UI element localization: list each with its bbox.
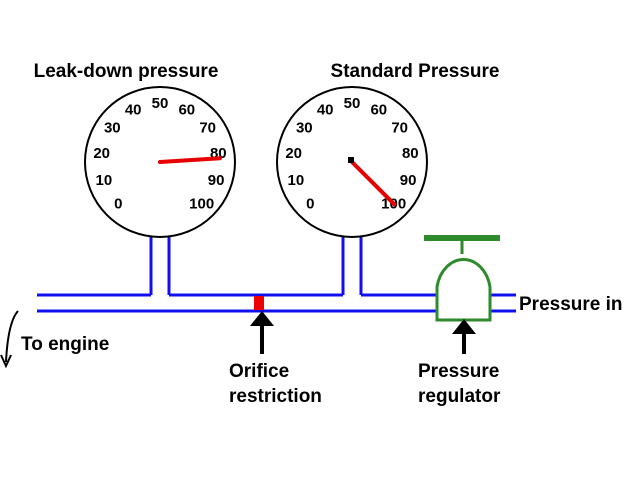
leak-down-gauge-stem (149, 236, 171, 295)
pressure-regulator (424, 235, 500, 322)
standard-tick-40: 40 (317, 101, 334, 118)
leak-down-tick-30: 30 (104, 119, 121, 136)
regulator-body (435, 258, 492, 322)
orifice-label-line2: restriction (229, 386, 322, 407)
standard-tick-10: 10 (288, 172, 305, 189)
to-engine-arrow (0, 310, 19, 369)
leak-down-tick-50: 50 (152, 95, 169, 112)
orifice-label-line1: Orifice (229, 361, 289, 382)
to-engine-label: To engine (21, 334, 109, 355)
standard-tick-90: 90 (400, 172, 417, 189)
leak-down-gauge-needle (158, 156, 222, 164)
pressure-in-label: Pressure in (519, 294, 623, 315)
leak-down-tick-20: 20 (93, 145, 110, 162)
standard-tick-60: 60 (370, 101, 387, 118)
leak-down-tick-0: 0 (114, 196, 122, 213)
main-pipe (37, 293, 516, 313)
standard-tick-70: 70 (391, 119, 408, 136)
standard-gauge-needle (350, 160, 397, 207)
leak-down-tick-10: 10 (96, 172, 113, 189)
regulator-label-line1: Pressure (418, 361, 499, 382)
orifice-arrow (250, 311, 274, 354)
leak-down-tick-40: 40 (125, 101, 142, 118)
standard-tick-30: 30 (296, 119, 313, 136)
standard-tick-80: 80 (402, 145, 419, 162)
regulator-label-line2: regulator (418, 386, 501, 407)
leak-down-tick-100: 100 (189, 196, 214, 213)
standard-gauge-hub (348, 157, 354, 163)
leak-down-gauge-title: Leak-down pressure (34, 61, 219, 82)
standard-gauge-stem (341, 236, 363, 295)
standard-tick-50: 50 (344, 95, 361, 112)
standard-tick-0: 0 (306, 196, 314, 213)
orifice-restriction-marker (254, 296, 264, 310)
leak-down-tick-60: 60 (178, 101, 195, 118)
standard-tick-20: 20 (285, 145, 302, 162)
standard-gauge-title: Standard Pressure (331, 61, 500, 82)
leak-down-tick-70: 70 (199, 119, 216, 136)
regulator-arrow (452, 319, 476, 354)
leak-down-tick-90: 90 (208, 172, 225, 189)
